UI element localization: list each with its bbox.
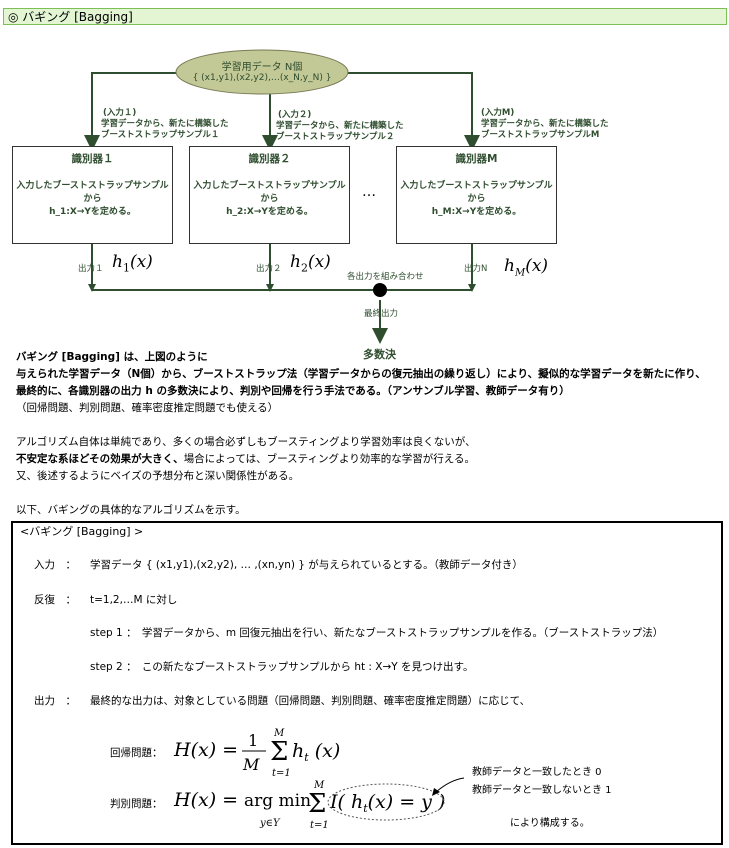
svg-text:M: M	[273, 728, 285, 739]
svg-text:t=1: t=1	[310, 820, 329, 831]
explanation-line-1: バギング [Bagging] は、上図のように	[16, 351, 208, 363]
classifier-m-desc: 入力したブーストストラップサンプルから h_M:X→Yを定める。	[400, 181, 553, 217]
svg-text:Σ: Σ	[308, 789, 326, 819]
classification-formula: H(x) = arg min y∈Y Σ M t=1 I( ht(x) = y …	[173, 780, 445, 831]
note-match: 教師データと一致したとき 0	[472, 767, 602, 778]
explanation-line-2: 与えられた学習データ（N個）から、ブーストストラップ法（学習データからの復元抽出…	[16, 368, 706, 380]
svg-text:ht (x): ht (x)	[292, 740, 340, 764]
output-m-label: 出力N	[464, 264, 488, 274]
explanation-line-6: 不安定な系ほどその効果が大きく、場合によっては、ブースティングより効率的な学習が…	[16, 453, 475, 465]
step-2-text: step 2 ： この新たなブーストストラップサンプルから ht : X→Y を…	[90, 661, 474, 673]
svg-text:arg min: arg min	[244, 791, 311, 811]
svg-text:y∈Y: y∈Y	[259, 818, 281, 829]
output-label: 出力 ：	[34, 695, 76, 707]
explanation-line-7: 又、後述するようにベイズの予想分布と深い関係性がある。	[16, 470, 300, 482]
training-data-set: { (x1,y1),(x2,y2),…(x_N,y_N) }	[192, 73, 332, 83]
classifier-1-title: 識別器１	[71, 153, 114, 165]
input-1-annotation: (入力１) 学習データから、新たに構築した ブーストストラップサンプル１	[101, 108, 229, 140]
note-mismatch: 教師データと一致しないとき 1	[472, 785, 612, 796]
arrow-input-m	[346, 72, 480, 151]
note-arrow	[432, 777, 465, 796]
combine-label: 各出力を組み合わせ	[347, 272, 424, 282]
classifier-2-desc: 入力したブーストストラップサンプルから h_2:X→Yを定める。	[193, 181, 346, 217]
arrow-input-1	[84, 72, 178, 151]
bagging-diagram	[84, 49, 480, 344]
input-label: 入力 ：	[34, 559, 76, 571]
svg-text:H(x) =: H(x) =	[173, 789, 238, 811]
classifier-2-title: 識別器２	[248, 153, 291, 165]
explanation-line-4: （回帰問題、判別問題、確率密度推定問題でも使える）	[16, 402, 279, 414]
svg-text:1: 1	[248, 731, 258, 750]
repeat-label: 反復 ：	[34, 594, 76, 606]
classifier-m-box: 識別器M 入力したブーストストラップサンプルから h_M:X→Yを定める。	[396, 146, 557, 244]
input-text: 学習データ { (x1,y1),(x2,y2), … ,(xn,yn) } が与…	[90, 559, 523, 571]
algorithm-box	[11, 521, 723, 845]
explanation-line-5: アルゴリズム自体は単純であり、多くの場合必ずしもブースティングより学習効率は良く…	[16, 436, 476, 448]
training-data-title: 学習用データ N個	[221, 62, 303, 73]
repeat-text: t=1,2,…M に対し	[90, 594, 178, 606]
output-1-label: 出力１	[78, 264, 104, 274]
svg-text:M: M	[313, 780, 325, 791]
algorithm-header: <バギング [Bagging] >	[20, 525, 144, 538]
output-1-formula: h1(x)	[112, 252, 153, 275]
note-constructed: により構成する。	[510, 818, 590, 829]
combine-node	[373, 283, 387, 297]
step-1-text: step 1 ： 学習データから、m 回復元抽出を行い、新たなブーストストラップ…	[90, 627, 664, 639]
explanation-line-8: 以下、バギングの具体的なアルゴリズムを示す。	[16, 504, 246, 516]
output-text: 最終的な出力は、対象としている問題（回帰問題、判別問題、確率密度推定問題）に応じ…	[90, 695, 531, 707]
svg-text:H(x) =: H(x) =	[173, 739, 238, 761]
input-2-annotation: (入力２) 学習データから、新たに構築した ブーストストラップサンプル２	[276, 110, 404, 142]
section-title: ◎ バギング [Bagging]	[3, 8, 727, 25]
final-output-label: 最終出力	[364, 309, 399, 319]
classification-label: 判別問題：	[110, 798, 163, 810]
explanation-line-3: 最終的に、各識別器の出力 h の多数決により、判別や回帰を行う手法である。（アン…	[16, 385, 570, 397]
regression-label: 回帰問題：	[110, 747, 163, 759]
classifier-ellipsis: …	[362, 184, 376, 200]
svg-text:M: M	[242, 755, 260, 774]
output-m-formula: hM(x)	[504, 256, 549, 279]
majority-vote-label: 多数決	[363, 348, 396, 361]
regression-formula: H(x) = 1 M Σ M t=1 ht (x)	[173, 728, 340, 779]
classifier-1-box: 識別器１ 入力したブーストストラップサンプルから h_1:X→Yを定める。	[12, 146, 173, 244]
classifier-1-desc: 入力したブーストストラップサンプルから h_1:X→Yを定める。	[16, 181, 169, 217]
classifier-2-box: 識別器２ 入力したブーストストラップサンプルから h_2:X→Yを定める。	[189, 146, 350, 244]
training-data-ellipse	[175, 49, 349, 95]
svg-text:I( ht(x) = y ): I( ht(x) = y )	[329, 791, 445, 815]
output-2-label: 出力２	[256, 264, 282, 274]
output-2-formula: h2(x)	[290, 252, 331, 275]
classifier-m-title: 識別器M	[455, 153, 498, 165]
input-m-annotation: (入力M) 学習データから、新たに構築した ブーストストラップサンプルM	[481, 108, 609, 140]
svg-text:Σ: Σ	[270, 737, 288, 767]
svg-text:t=1: t=1	[272, 768, 291, 779]
